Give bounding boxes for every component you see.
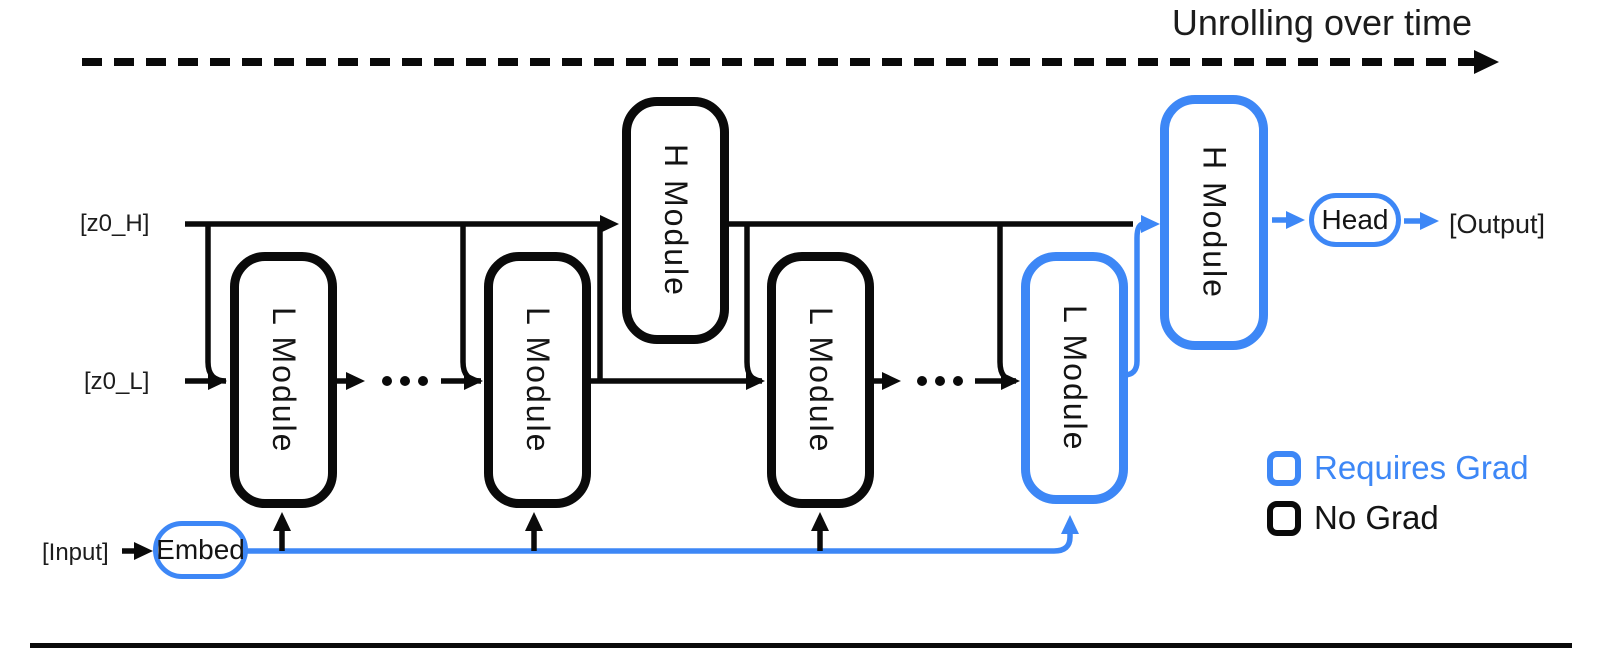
h-module-1-label: H Module bbox=[658, 144, 694, 297]
legend: Requires Grad No Grad bbox=[1267, 449, 1587, 550]
l-module-2-label: L Module bbox=[520, 306, 556, 454]
l-module-4-requires-grad: L Module bbox=[1021, 252, 1128, 504]
h-module-1-no-grad: H Module bbox=[622, 97, 729, 344]
h-module-2-requires-grad: H Module bbox=[1160, 95, 1268, 350]
output-label: [Output] bbox=[1449, 209, 1546, 239]
legend-row-requires-grad: Requires Grad bbox=[1267, 449, 1587, 486]
z0h-branch-to-l1 bbox=[205, 224, 227, 384]
embed-node: Embed bbox=[153, 521, 248, 579]
h1-branch-to-l3 bbox=[744, 226, 763, 384]
embed-broadcast-line bbox=[247, 515, 1079, 554]
l-module-2-no-grad: L Module bbox=[484, 252, 591, 508]
embed-label: Embed bbox=[156, 534, 245, 565]
z0l-label: [z0_L] bbox=[84, 368, 150, 395]
requires-grad-label: Requires Grad bbox=[1314, 449, 1529, 486]
l-module-1-no-grad: L Module bbox=[230, 252, 337, 508]
h-module-2-label: H Module bbox=[1196, 146, 1233, 299]
bottom-divider bbox=[30, 643, 1572, 648]
l4-to-h2-connector bbox=[1123, 215, 1160, 378]
l-module-1-label: L Module bbox=[266, 306, 302, 454]
l-module-3-label: L Module bbox=[803, 306, 839, 454]
head-label: Head bbox=[1321, 204, 1389, 235]
head-node: Head bbox=[1309, 193, 1401, 247]
legend-row-no-grad: No Grad bbox=[1267, 499, 1587, 536]
input-label: [Input] bbox=[42, 539, 109, 566]
z0h-branch-to-l2 bbox=[460, 224, 482, 384]
h1-branch-to-l4 bbox=[997, 226, 1017, 384]
z0h-label: [z0_H] bbox=[80, 210, 150, 237]
no-grad-label: No Grad bbox=[1314, 499, 1439, 536]
diagram-title: Unrolling over time bbox=[1171, 2, 1472, 43]
requires-grad-swatch-icon bbox=[1267, 450, 1301, 486]
no-grad-swatch-icon bbox=[1267, 500, 1301, 536]
l-module-3-no-grad: L Module bbox=[767, 252, 874, 508]
l-module-4-label: L Module bbox=[1057, 304, 1093, 452]
